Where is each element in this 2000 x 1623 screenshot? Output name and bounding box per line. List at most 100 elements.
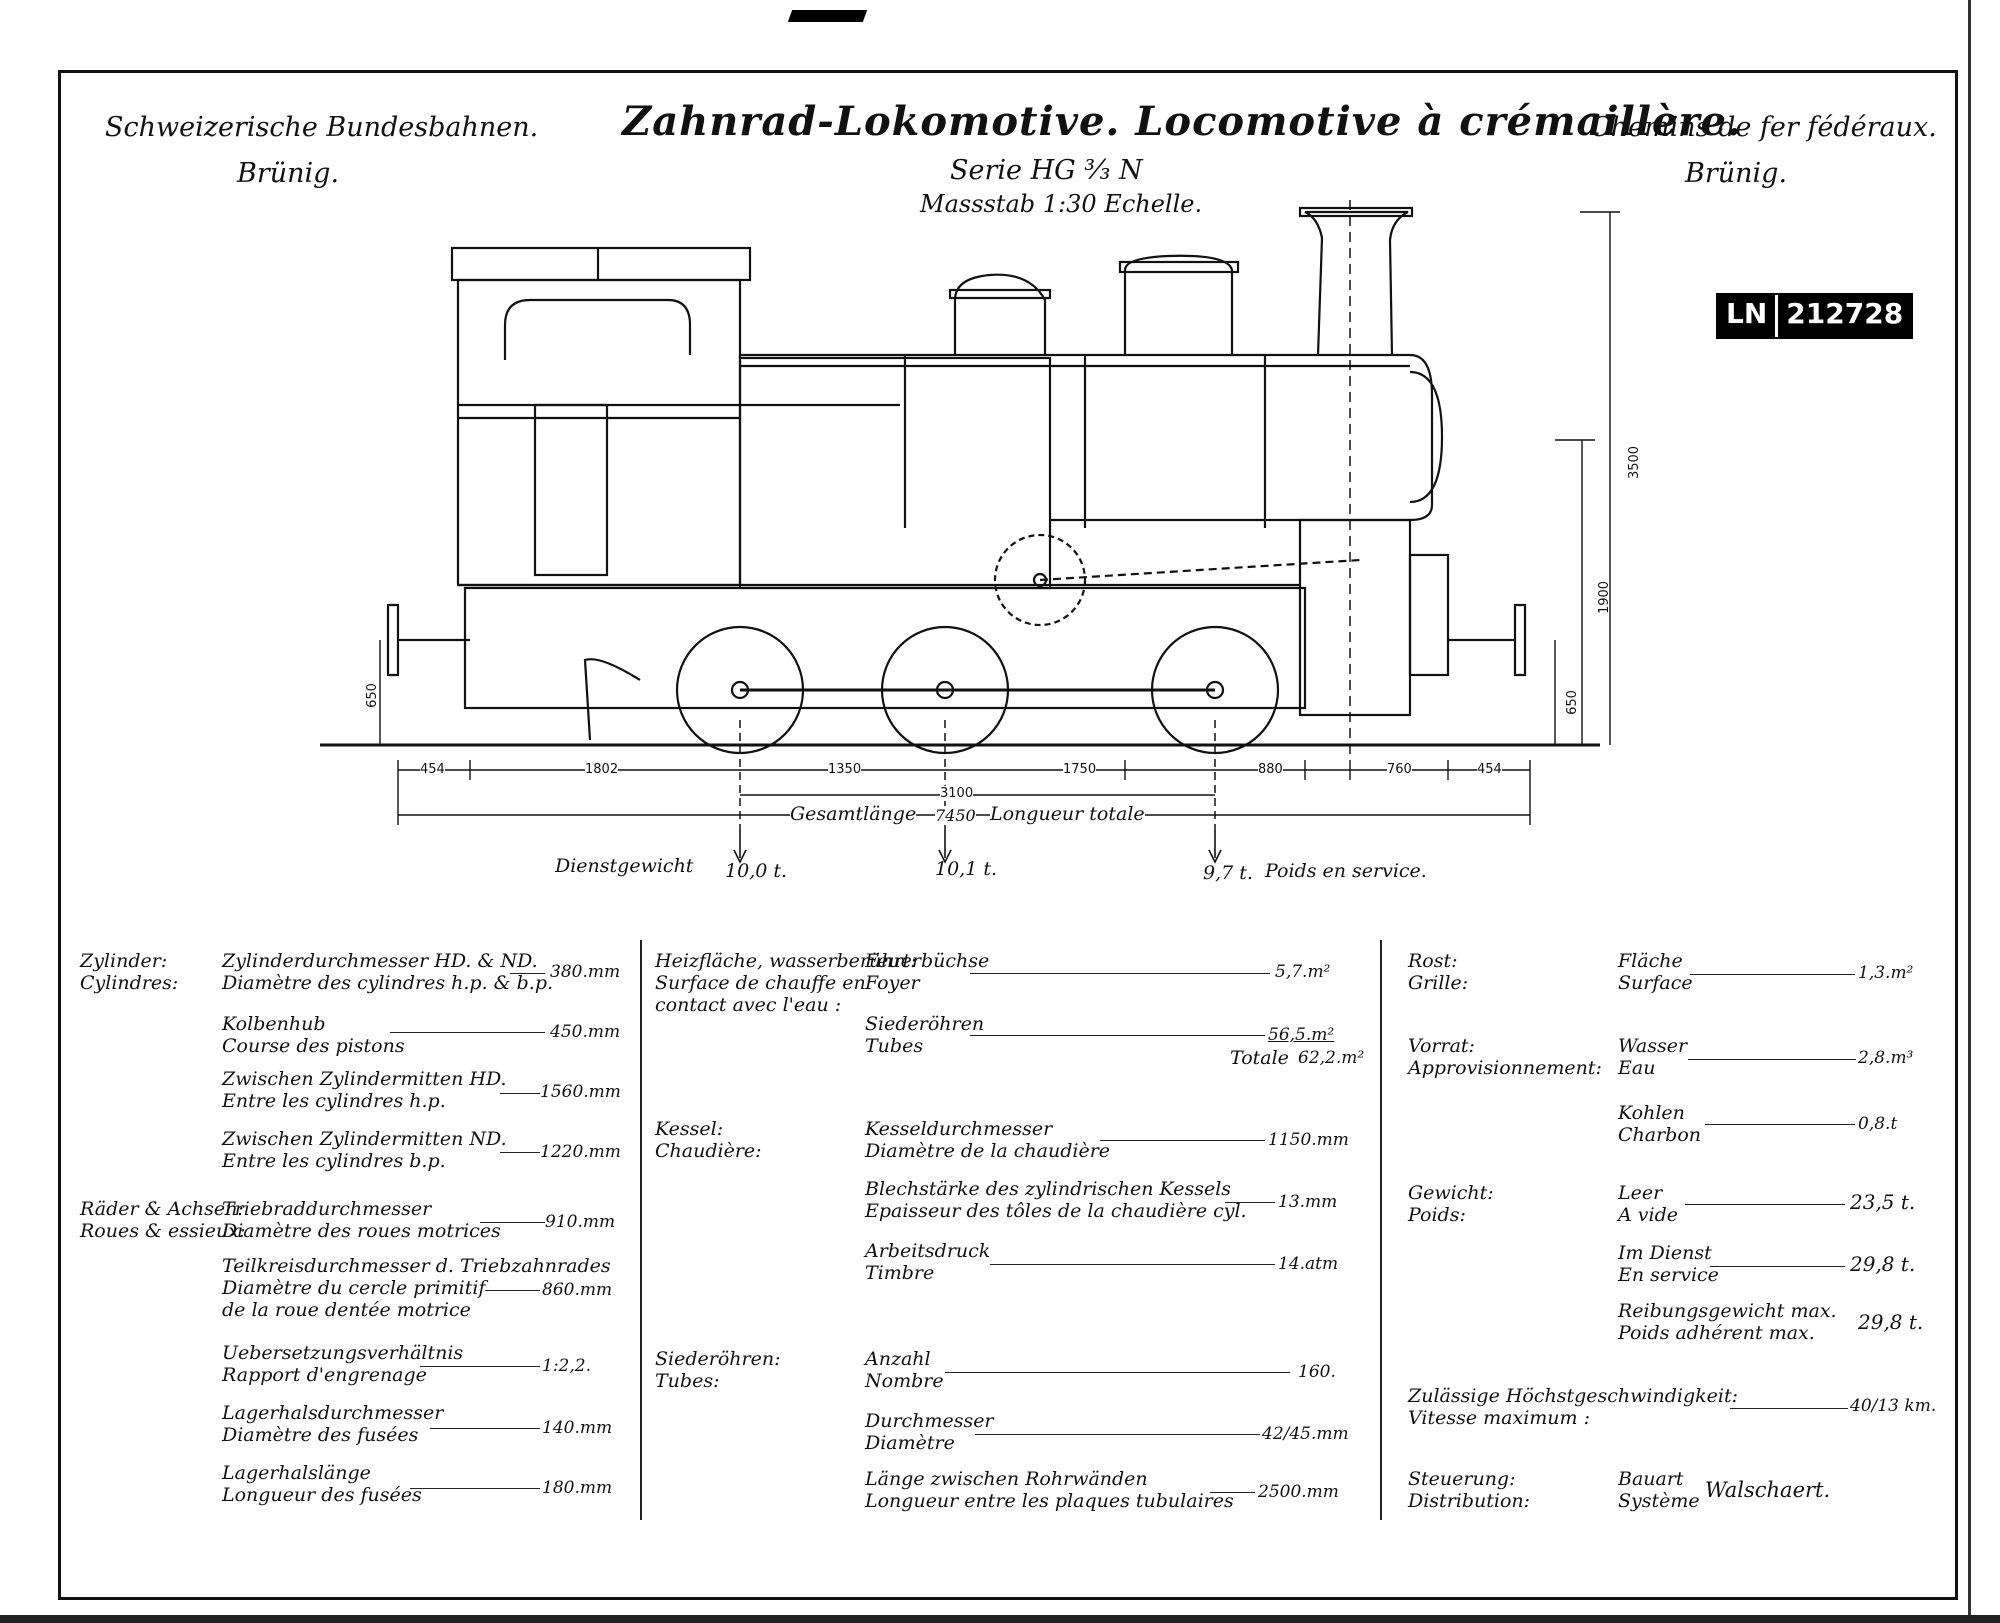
- value-cyl-centers-lp: 1220.mm: [540, 1142, 621, 1162]
- spec-tubes-surface: Siederöhren Tubes: [865, 1013, 985, 1057]
- value-driving-wheel-diameter: 910.mm: [545, 1212, 616, 1232]
- dim-7: 454: [1477, 762, 1502, 777]
- value-max-speed: 40/13 km.: [1850, 1396, 1937, 1416]
- value-journal-length: 180.mm: [542, 1478, 613, 1498]
- dim-height-buffer-right: 650: [1564, 690, 1580, 715]
- header-right-line1: Chemins de fer fédéraux.: [1590, 112, 1937, 143]
- value-coal: 0,8.t: [1858, 1114, 1898, 1134]
- spec-boiler-diameter: Kesseldurchmesser Diamètre de la chaudiè…: [865, 1118, 1111, 1162]
- value-gear-ratio: 1:2,2.: [542, 1356, 591, 1376]
- badge-prefix: LN: [1726, 297, 1768, 330]
- value-working-pressure: 14.atm: [1278, 1254, 1339, 1274]
- header-right-line2: Brünig.: [1685, 158, 1788, 189]
- buffer-rear: [386, 603, 470, 677]
- value-plate-thickness: 13.mm: [1278, 1192, 1338, 1212]
- spec-cyl-centers-lp: Zwischen Zylindermitten ND. Entre les cy…: [222, 1128, 507, 1172]
- cab-door: [533, 403, 609, 577]
- spec-gear-ratio: Uebersetzungsverhältnis Rapport d'engren…: [222, 1342, 464, 1386]
- group-valve-gear: Steuerung: Distribution:: [1408, 1468, 1531, 1512]
- value-tube-count: 160.: [1298, 1362, 1336, 1382]
- spec-grate-surface: Fläche Surface: [1618, 950, 1693, 994]
- spec-cyl-centers-hp: Zwischen Zylindermitten HD. Entre les cy…: [222, 1068, 507, 1112]
- buffer-front: [1448, 603, 1527, 677]
- spec-weight-service: Im Dienst En service: [1618, 1242, 1719, 1286]
- cab-window-arch: [503, 298, 692, 360]
- spec-divider-2: [1380, 940, 1382, 1520]
- spec-tube-diameter: Durchmesser Diamètre: [865, 1410, 994, 1454]
- service-weight-label-fr: Poids en service.: [1265, 860, 1427, 882]
- group-weight: Gewicht: Poids:: [1408, 1182, 1494, 1226]
- group-grate: Rost: Grille:: [1408, 950, 1469, 994]
- chimney: [1304, 210, 1409, 356]
- value-water: 2,8.m³: [1858, 1048, 1914, 1068]
- group-heating-surface: Heizfläche, wasserberührt: Surface de ch…: [655, 950, 917, 1016]
- spec-journal-length: Lagerhalslänge Longueur des fusées: [222, 1462, 422, 1506]
- cab-roof: [450, 246, 752, 282]
- buffer-beam-front: [1408, 553, 1450, 677]
- total-length-label-de: Gesamtlänge: [790, 803, 917, 825]
- dim-5: 880: [1258, 762, 1283, 777]
- cylinder-block: [1298, 518, 1412, 717]
- value-pitch-circle: 860.mm: [542, 1280, 613, 1300]
- total-length-value: 7450: [935, 806, 976, 825]
- spec-divider-1: [640, 940, 642, 1520]
- badge-number: 212728: [1775, 295, 1911, 337]
- spec-working-pressure: Arbeitsdruck Timbre: [865, 1240, 991, 1284]
- drawing-sheet: [58, 70, 1958, 1600]
- spec-firebox: Feuerbüchse Foyer: [865, 950, 990, 994]
- scan-edge-bottom: [0, 1615, 2000, 1623]
- value-journal-diameter: 140.mm: [542, 1418, 613, 1438]
- spec-weight-empty: Leer A vide: [1618, 1182, 1678, 1226]
- spec-plate-thickness: Blechstärke des zylindrischen Kessels Ep…: [865, 1178, 1247, 1222]
- value-firebox: 5,7.m²: [1275, 962, 1331, 982]
- spec-adhesive-weight: Reibungsgewicht max. Poids adhérent max.: [1618, 1300, 1837, 1344]
- service-weight-label: Dienstgewicht: [555, 855, 694, 877]
- weight-axle-1: 10,0 t.: [725, 860, 788, 882]
- boiler: [738, 353, 1434, 522]
- spec-water: Wasser Eau: [1618, 1035, 1688, 1079]
- spec-tube-length: Länge zwischen Rohrwänden Longueur entre…: [865, 1468, 1234, 1512]
- value-valve-gear-type: Walschaert.: [1705, 1478, 1831, 1502]
- value-weight-empty: 23,5 t.: [1850, 1190, 1916, 1214]
- group-boiler: Kessel: Chaudière:: [655, 1118, 762, 1162]
- dim-wheelbase: 3100: [940, 786, 974, 801]
- dim-4: 1750: [1063, 762, 1097, 777]
- cab-body: [456, 278, 742, 587]
- smokebox-door: [1409, 370, 1444, 504]
- dim-height-axis: 1900: [1597, 580, 1613, 615]
- value-tubes-surface: 56,5.m²: [1268, 1025, 1335, 1045]
- spec-valve-gear-type: Bauart Système: [1618, 1468, 1700, 1512]
- dim-1: 454: [420, 762, 445, 777]
- group-cylinders: Zylinder: Cylindres:: [80, 950, 179, 994]
- value-cyl-diameter: 380.mm: [550, 962, 621, 982]
- group-supplies: Vorrat: Approvisionnement:: [1408, 1035, 1602, 1079]
- spec-piston-stroke: Kolbenhub Course des pistons: [222, 1013, 405, 1057]
- spec-pitch-circle: Teilkreisdurchmesser d. Triebzahnrades D…: [222, 1255, 611, 1321]
- value-tube-length: 2500.mm: [1258, 1482, 1339, 1502]
- dim-3: 1350: [828, 762, 862, 777]
- header-left-line1: Schweizerische Bundesbahnen.: [105, 112, 539, 143]
- weight-axle-3: 9,7 t.: [1203, 862, 1253, 884]
- value-cyl-centers-hp: 1560.mm: [540, 1082, 621, 1102]
- steam-dome-1: [953, 273, 1047, 355]
- value-grate-surface: 1,3.m²: [1858, 963, 1914, 983]
- value-tube-diameter: 42/45.mm: [1262, 1424, 1349, 1444]
- rear-footstep: [583, 658, 641, 741]
- dim-height-buffer-left: 650: [364, 683, 380, 708]
- scan-edge-right: [1968, 0, 1971, 1623]
- scale-label: Massstab 1:30 Echelle.: [920, 190, 1203, 218]
- header-left-line2: Brünig.: [237, 158, 340, 189]
- value-boiler-diameter: 1150.mm: [1268, 1130, 1349, 1150]
- value-weight-service: 29,8 t.: [1850, 1252, 1916, 1276]
- steam-dome-2: [1123, 254, 1234, 355]
- value-adhesive-weight: 29,8 t.: [1858, 1310, 1924, 1334]
- weight-axle-2: 10,1 t.: [935, 858, 998, 880]
- spec-journal-diameter: Lagerhalsdurchmesser Diamètre des fusées: [222, 1402, 444, 1446]
- dim-6: 760: [1387, 762, 1412, 777]
- series-label: Serie HG ³⁄₃ N: [950, 155, 1143, 186]
- spec-tube-count: Anzahl Nombre: [865, 1348, 944, 1392]
- spec-driving-wheel-diameter: Triebraddurchmesser Diamètre des roues m…: [222, 1198, 501, 1242]
- rack-gear-wheel: [993, 533, 1087, 627]
- dim-2: 1802: [585, 762, 619, 777]
- value-piston-stroke: 450.mm: [550, 1022, 621, 1042]
